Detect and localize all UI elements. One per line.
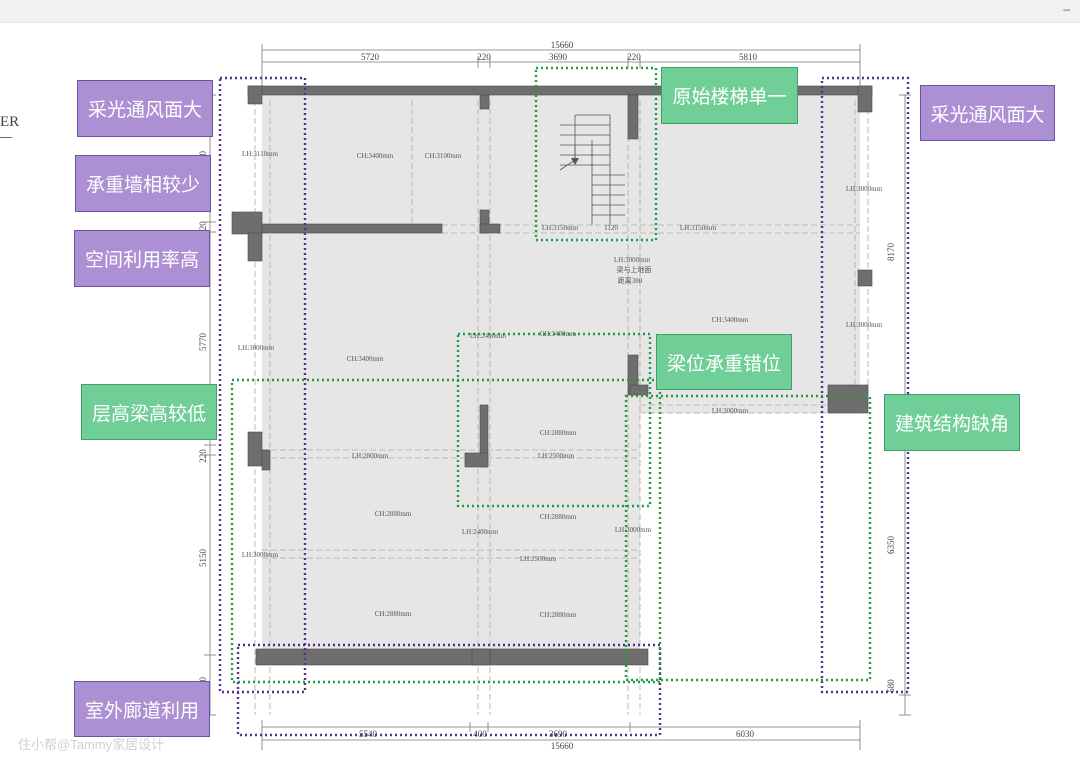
annotation-text: 采光通风面大 — [87, 100, 202, 121]
annotation-text: 采光通风面大 — [930, 104, 1045, 126]
cropped-edge-text: ER — [0, 114, 20, 130]
dim-left-seg-2: 220 — [198, 221, 208, 235]
annotation-text: 原始楼梯单一 — [672, 87, 787, 108]
annotation-label: 建筑结构缺角 — [884, 394, 1020, 451]
dim-top-seg-2: 220 — [477, 52, 491, 62]
annotation-label: 承重墙相较少 — [75, 155, 211, 212]
dim-top-seg-3: 3690 — [549, 52, 568, 62]
room-label: 1120 — [604, 224, 618, 232]
room-label: LH:3000mm — [242, 551, 279, 559]
dimension-lines — [204, 44, 911, 750]
highlight-beam-offset — [456, 332, 652, 508]
annotation-label: 原始楼梯单一 — [661, 67, 798, 124]
annotation-text: 建筑结构缺角 — [894, 414, 1009, 435]
annotation-text: 室外廊道利用 — [84, 700, 199, 722]
room-label: LH:3150mm — [542, 224, 579, 232]
dim-right-seg-4: 580 — [886, 679, 896, 693]
annotation-label: 层高梁高较低 — [81, 384, 217, 440]
room-label: 梁与上地面 — [617, 265, 652, 274]
annotation-label: 采光通风面大 — [920, 85, 1055, 141]
minimize-icon[interactable]: – — [1063, 2, 1070, 16]
room-label: LH:3000mm — [846, 185, 883, 193]
room-label: CH:2880mm — [540, 513, 577, 521]
annotation-label: 梁位承重错位 — [656, 334, 792, 390]
dim-top-seg-5: 5810 — [739, 52, 758, 62]
room-label: CH:2880mm — [540, 611, 577, 619]
dim-top-total: 15660 — [551, 40, 574, 50]
room-label: CH:2880mm — [540, 429, 577, 437]
dim-top-seg-1: 5720 — [361, 52, 380, 62]
room-label: LH:2500mm — [538, 452, 575, 460]
purple-highlight-boxes — [218, 76, 910, 737]
dim-bottom-total: 15660 — [551, 741, 574, 751]
annotation-label: 室外廊道利用 — [74, 681, 210, 737]
room-label: LH:3000mm — [846, 321, 883, 329]
dim-bottom-seg-3: 3690 — [549, 729, 568, 739]
dim-left-seg-5: 5150 — [198, 549, 208, 568]
dim-bottom-seg-4: 6030 — [736, 729, 755, 739]
room-label: CH:3100mm — [425, 152, 462, 160]
dim-right-seg-3: 6350 — [886, 536, 896, 555]
room-label: LH:3000mm — [615, 526, 652, 534]
dim-left-seg-3: 5770 — [198, 333, 208, 352]
dim-left-seg-4: 220 — [198, 449, 208, 463]
floor-area — [262, 95, 860, 651]
watermark: 住小帮@Tammy家居设计 — [18, 737, 165, 752]
room-label: CH:2880mm — [375, 510, 412, 518]
annotation-text: 空间利用率高 — [84, 250, 199, 271]
room-label: LH:2400mm — [462, 528, 499, 536]
annotation-text: 梁位承重错位 — [666, 353, 781, 375]
staircase — [559, 114, 625, 225]
window-title-bar: – — [0, 0, 1080, 23]
walls — [231, 85, 873, 666]
room-label: CH:3400mm — [712, 316, 749, 324]
room-label: LH:2500mm — [520, 555, 557, 563]
room-label: LH:3110mm — [242, 150, 278, 158]
highlight-staircase — [534, 66, 658, 242]
room-label: CH:3400mm — [347, 355, 384, 363]
cropped-edge-line — [0, 137, 12, 138]
green-highlight-boxes — [230, 66, 872, 684]
room-label: LH:3000mm — [238, 344, 275, 352]
room-label: CH:2880mm — [375, 610, 412, 618]
highlight-left-strip — [218, 76, 307, 694]
room-label: CH:3400mm — [357, 152, 394, 160]
room-label: LH:2800mm — [352, 452, 389, 460]
room-label: LH:2400mm — [470, 332, 507, 340]
dim-bottom-seg-1: 5540 — [359, 729, 378, 739]
highlight-missing-corner — [624, 394, 872, 682]
annotation-label: 采光通风面大 — [77, 80, 213, 137]
annotation-label: 空间利用率高 — [74, 230, 210, 287]
dim-right-seg-1: 8170 — [886, 243, 896, 262]
room-label: LH:3150mm — [680, 224, 717, 232]
room-label: LH:3000mm — [712, 407, 749, 415]
highlight-corridor — [236, 643, 662, 737]
annotation-text: 承重墙相较少 — [85, 175, 200, 196]
room-label: LH:3000mm — [614, 256, 651, 264]
dim-top-seg-4: 220 — [627, 52, 641, 62]
annotation-text: 层高梁高较低 — [91, 403, 206, 425]
room-label: 距离380 — [618, 276, 643, 285]
